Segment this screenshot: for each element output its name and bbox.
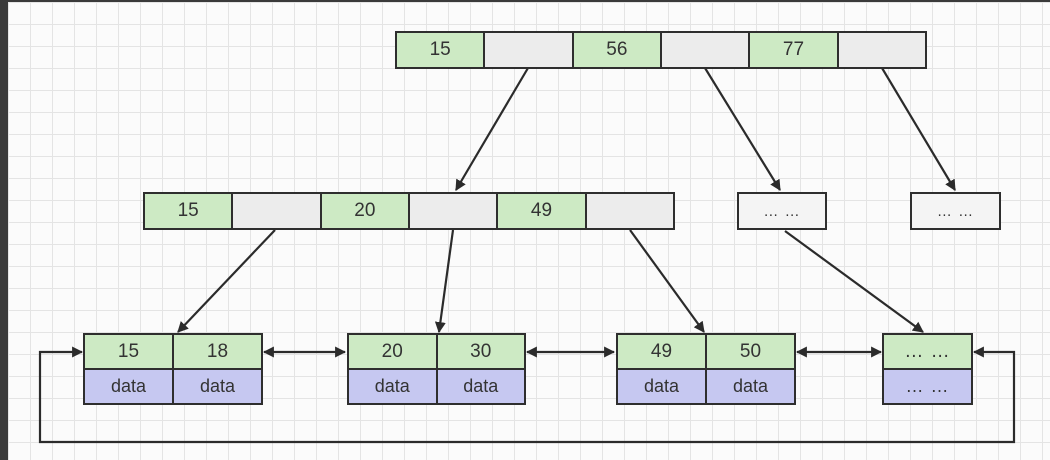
link-leaf-wraparound [38, 346, 1016, 444]
leaf-node-4: … … … … [882, 333, 973, 405]
internal-key-1: 15 [145, 194, 234, 228]
placeholder-node-b: … … [910, 192, 1001, 230]
root-node: 15 56 77 [395, 31, 927, 69]
root-key-3: 77 [750, 33, 839, 67]
leaf-3-key-2: 50 [707, 335, 794, 368]
leaf-3-data-2: data [707, 370, 794, 403]
leaf-3-key-1: 49 [618, 335, 707, 368]
leaf-1-key-1: 15 [85, 335, 174, 368]
internal-pointer-1 [233, 194, 322, 228]
leaf-1-data-1: data [85, 370, 174, 403]
leaf-2-data-2: data [437, 370, 524, 403]
edge-root-to-placeholder-b [881, 67, 956, 191]
leaf-3-data-1: data [618, 370, 707, 403]
leaf-2-data-1: data [349, 370, 438, 403]
root-pointer-1 [485, 33, 574, 67]
window-frame-left [0, 0, 8, 460]
leaf-2-key-1: 20 [349, 335, 438, 368]
placeholder-b-label: … … [912, 194, 999, 228]
root-pointer-2 [661, 33, 751, 67]
leaf-node-2: 20 30 data data [347, 333, 526, 405]
internal-pointer-3 [586, 194, 673, 228]
leaf-2-key-2: 30 [437, 335, 524, 368]
edge-internal-to-leaf-2 [434, 229, 455, 334]
edge-root-to-placeholder-a [704, 67, 781, 191]
leaf-4-key-placeholder: … … [884, 335, 971, 368]
leaf-4-data-placeholder: … … [884, 370, 971, 403]
edge-placeholder-a-to-leaf-4 [784, 230, 924, 333]
leaf-node-3: 49 50 data data [616, 333, 796, 405]
edge-root-to-internal [455, 67, 529, 191]
root-key-2: 56 [573, 33, 662, 67]
internal-key-3: 49 [498, 194, 587, 228]
placeholder-a-label: … … [739, 194, 825, 228]
window-frame-top [0, 0, 1050, 2]
edge-internal-to-leaf-3 [629, 229, 705, 333]
internal-key-2: 20 [321, 194, 410, 228]
leaf-1-data-2: data [174, 370, 261, 403]
internal-node: 15 20 49 [143, 192, 675, 230]
internal-pointer-2 [409, 194, 499, 228]
leaf-1-key-2: 18 [174, 335, 261, 368]
leaf-node-1: 15 18 data data [83, 333, 263, 405]
placeholder-node-a: … … [737, 192, 827, 230]
edge-internal-to-leaf-1 [177, 229, 276, 333]
root-key-1: 15 [397, 33, 486, 67]
root-pointer-3 [838, 33, 925, 67]
